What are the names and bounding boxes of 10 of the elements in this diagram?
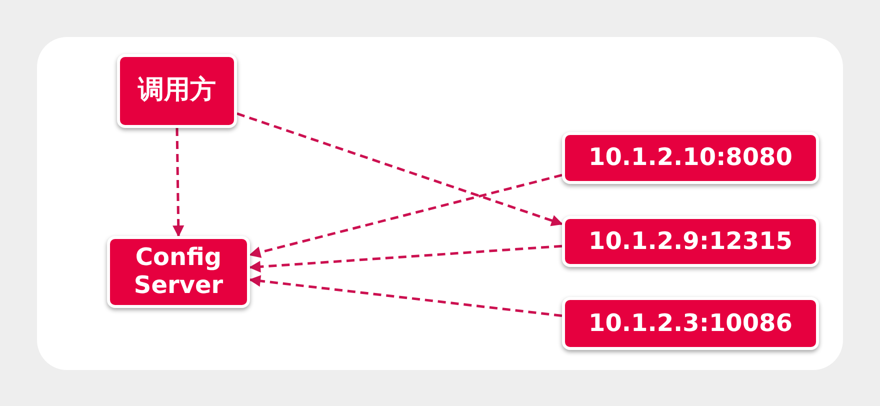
arrow [250, 275, 562, 318]
arrow [250, 174, 562, 258]
address-box: 10.1.2.10:8080 [562, 132, 819, 184]
address-box: 10.1.2.3:10086 [562, 297, 819, 350]
arrow [236, 112, 562, 226]
arrow [172, 128, 184, 236]
arrow [250, 244, 562, 272]
server-box: Config Server [107, 236, 250, 308]
address-box: 10.1.2.9:12315 [562, 216, 819, 267]
caller-box: 调用方 [117, 54, 237, 128]
